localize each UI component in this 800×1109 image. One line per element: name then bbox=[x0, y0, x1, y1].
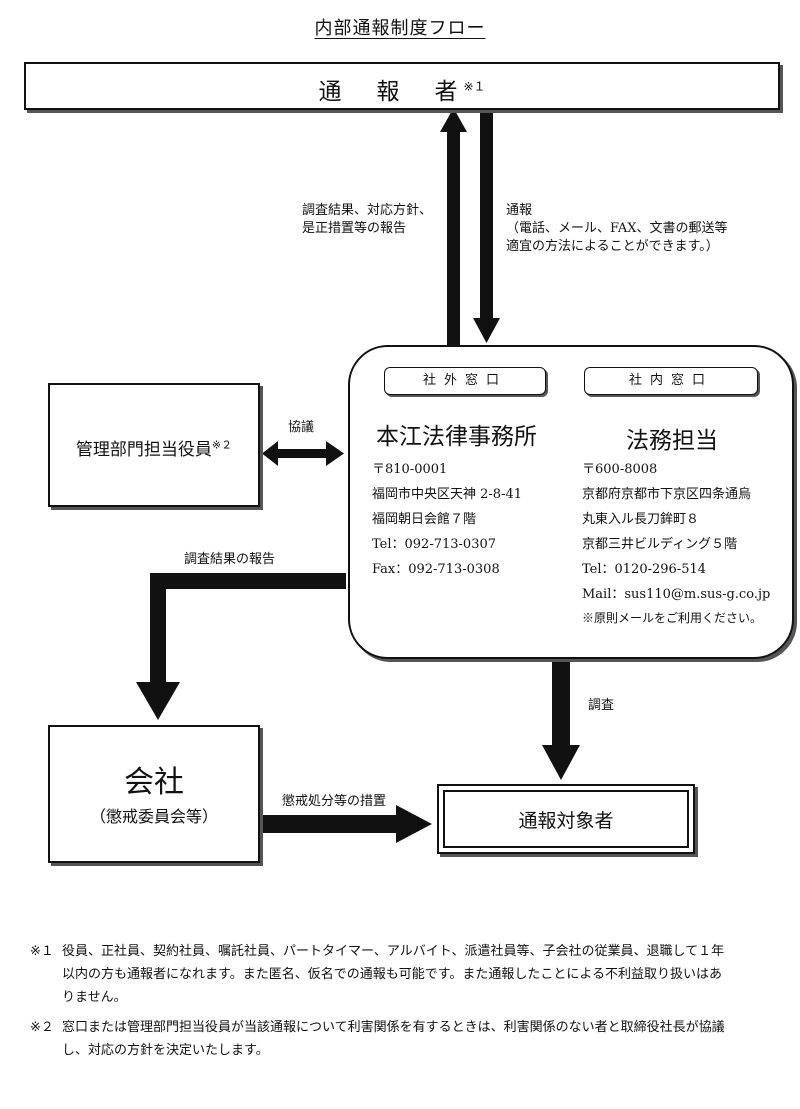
internal-window-tag: 社内窓口 bbox=[584, 367, 758, 395]
footnote-2-mark: ※２ bbox=[30, 1020, 54, 1035]
external-window-name: 本江法律事務所 bbox=[376, 424, 537, 450]
executive-note-mark: ※２ bbox=[211, 438, 233, 452]
external-window-tag: 社外窓口 bbox=[384, 367, 546, 395]
footnote-1-text: 役員、正社員、契約社員、嘱託社員、パートタイマー、アルバイト、派遣社員等、子会社… bbox=[62, 944, 725, 1005]
double-arrow-consult bbox=[262, 441, 344, 466]
reporter-label: 通 報 者※１ bbox=[318, 79, 486, 105]
footnote-1-mark: ※１ bbox=[30, 944, 54, 959]
subject-label: 通報対象者 bbox=[518, 810, 614, 832]
internal-window-note: ※原則メールをご利用ください。 bbox=[582, 611, 763, 625]
reporter-note-mark: ※１ bbox=[463, 79, 486, 94]
l-arrow-to-company bbox=[136, 573, 346, 720]
internal-window-name: 法務担当 bbox=[626, 428, 718, 454]
up-arrow-to-reporter bbox=[440, 108, 467, 345]
label-investigate: 調査 bbox=[588, 698, 615, 713]
company-box: 会社 （懲戒委員会等） bbox=[48, 725, 260, 863]
executive-label: 管理部門担当役員※２ bbox=[75, 438, 233, 460]
label-consult: 協議 bbox=[288, 420, 315, 435]
down-arrow-investigate bbox=[542, 657, 580, 780]
page-title: 内部通報制度フロー bbox=[314, 18, 486, 39]
footnote-2-text: 窓口または管理部門担当役員が当該通報について利害関係を有するときは、利害関係のな… bbox=[62, 1020, 725, 1058]
label-disciplinary: 懲戒処分等の措置 bbox=[282, 794, 387, 809]
internal-window-address: 〒600-8008 京都府京都市下京区四条通烏 丸東入ル長刀鉾町８ 京都三井ビル… bbox=[582, 462, 771, 602]
company-title: 会社 bbox=[124, 765, 184, 800]
reporter-box: 通 報 者※１ bbox=[24, 62, 780, 110]
reporting-window-box: 社外窓口 本江法律事務所 〒810-0001 福岡市中央区天神 2-8-41 福… bbox=[348, 345, 794, 659]
external-window-address: 〒810-0001 福岡市中央区天神 2-8-41 福岡朝日会館７階 Tel：0… bbox=[372, 462, 523, 577]
executive-box: 管理部門担当役員※２ bbox=[48, 383, 260, 507]
down-arrow-to-window bbox=[473, 108, 500, 343]
subject-inner-frame: 通報対象者 bbox=[443, 790, 689, 848]
label-investigation-report: 調査結果の報告 bbox=[184, 552, 276, 567]
company-subtitle: （懲戒委員会等） bbox=[89, 807, 218, 826]
right-arrow-disciplinary bbox=[258, 805, 432, 843]
label-report-in: 通報 （電話、メール、FAX、文書の郵送等 適宜の方法によることができます。） bbox=[506, 203, 728, 254]
label-report-back: 調査結果、対応方針、 是正措置等の報告 bbox=[302, 203, 433, 236]
subject-box: 通報対象者 bbox=[437, 784, 695, 854]
